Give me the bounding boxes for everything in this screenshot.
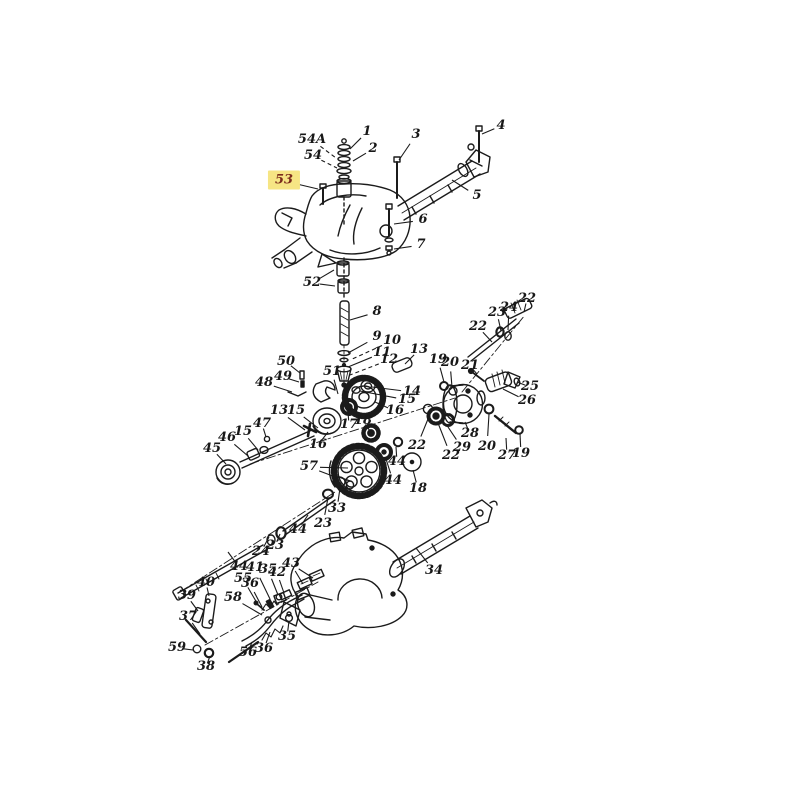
part-callout-59[interactable]: 59 [167, 639, 187, 655]
spur-gear-cluster [323, 438, 421, 499]
upper-axle-tube [398, 144, 490, 220]
part-callout-16[interactable]: 16 [308, 436, 328, 452]
lower-axle-44 [172, 496, 335, 601]
part-callout-7[interactable]: 7 [416, 236, 426, 252]
part-callout-22[interactable]: 22 [468, 318, 488, 334]
part-callout-11[interactable]: 11 [372, 344, 392, 360]
part-callout-3[interactable]: 3 [411, 126, 421, 142]
shift-linkage-group [186, 569, 324, 662]
part-callout-40[interactable]: 40 [196, 574, 216, 590]
part-callout-57[interactable]: 57 [299, 458, 319, 474]
roller-pins-52 [337, 258, 349, 300]
part-callout-56[interactable]: 56 [238, 644, 258, 660]
part-callout-13[interactable]: 13 [269, 402, 289, 418]
part-callout-47[interactable]: 47 [252, 415, 272, 431]
part-callout-24[interactable]: 24 [499, 299, 519, 315]
part-callout-19[interactable]: 19 [511, 445, 531, 461]
part-callout-26[interactable]: 26 [517, 392, 537, 408]
part-callout-36[interactable]: 36 [254, 640, 274, 656]
part-callout-14[interactable]: 14 [402, 383, 422, 399]
part-callout-2[interactable]: 2 [368, 140, 378, 156]
part-callout-23[interactable]: 23 [487, 304, 507, 320]
part-callout-10[interactable]: 10 [382, 332, 402, 348]
differential-group [423, 369, 522, 434]
part-callout-34[interactable]: 34 [424, 562, 444, 578]
part-callout-21[interactable]: 21 [460, 357, 480, 373]
part-callout-12[interactable]: 12 [379, 351, 399, 367]
part-callout-1[interactable]: 1 [362, 123, 372, 139]
part-callout-53-highlighted[interactable]: 53 [267, 170, 301, 190]
part-callout-15[interactable]: 15 [233, 423, 253, 439]
part-callout-25[interactable]: 25 [520, 378, 540, 394]
part-callout-19[interactable]: 19 [428, 351, 448, 367]
part-callout-18[interactable]: 18 [408, 480, 428, 496]
part-callout-37[interactable]: 37 [178, 608, 198, 624]
part-callout-4[interactable]: 4 [496, 117, 506, 133]
part-callout-51[interactable]: 51 [322, 363, 342, 379]
part-callout-22[interactable]: 22 [441, 447, 461, 463]
part-callout-28[interactable]: 28 [460, 425, 480, 441]
part-callout-16[interactable]: 16 [385, 402, 405, 418]
part-callout-22[interactable]: 22 [407, 437, 427, 453]
part-callout-49[interactable]: 49 [273, 368, 293, 384]
top-fasteners [320, 126, 482, 255]
part-callout-44[interactable]: 44 [229, 558, 249, 574]
part-callout-46[interactable]: 46 [217, 429, 237, 445]
part-callout-36[interactable]: 36 [240, 575, 260, 591]
part-callout-20[interactable]: 20 [440, 354, 460, 370]
part-callout-39[interactable]: 39 [177, 587, 197, 603]
part-callout-48[interactable]: 48 [254, 374, 274, 390]
part-callout-44[interactable]: 44 [387, 453, 407, 469]
part-callout-23[interactable]: 23 [265, 537, 285, 553]
part-callout-8[interactable]: 8 [372, 303, 382, 319]
part-callout-9[interactable]: 9 [372, 328, 382, 344]
part-callout-29[interactable]: 29 [452, 439, 472, 455]
part-callout-24[interactable]: 24 [251, 543, 271, 559]
part-callout-15[interactable]: 15 [286, 402, 306, 418]
part-callout-43[interactable]: 43 [281, 555, 301, 571]
part-callout-50[interactable]: 50 [276, 353, 296, 369]
assembly-centerlines [180, 315, 525, 645]
part-callout-42[interactable]: 42 [267, 564, 287, 580]
part-callout-23[interactable]: 23 [313, 515, 333, 531]
part-callout-18[interactable]: 18 [353, 412, 373, 428]
part-callout-35[interactable]: 35 [258, 561, 278, 577]
part-callout-58[interactable]: 58 [223, 589, 243, 605]
part-callout-20[interactable]: 20 [477, 438, 497, 454]
part-callout-38[interactable]: 38 [196, 658, 216, 674]
part-callout-22[interactable]: 22 [517, 290, 537, 306]
detent-spring-stack [337, 139, 351, 226]
part-callout-27[interactable]: 27 [497, 447, 517, 463]
part-callout-5[interactable]: 5 [472, 187, 482, 203]
part-callout-44[interactable]: 44 [383, 472, 403, 488]
part-callout-13[interactable]: 13 [409, 341, 429, 357]
part-callout-54[interactable]: 54 [303, 147, 323, 163]
part-callout-55[interactable]: 55 [233, 570, 253, 586]
part-callout-41[interactable]: 41 [245, 559, 265, 575]
part-callout-15[interactable]: 15 [397, 391, 417, 407]
part-callout-52[interactable]: 52 [302, 274, 322, 290]
part-callout-44[interactable]: 44 [288, 521, 308, 537]
input-shaft-and-pinion [337, 301, 351, 387]
lower-housing [274, 500, 497, 635]
part-callout-45[interactable]: 45 [202, 440, 222, 456]
part-callout-54A[interactable]: 54A [297, 131, 327, 147]
part-callout-35[interactable]: 35 [277, 628, 297, 644]
shift-fork-group [288, 371, 335, 402]
part-callout-33[interactable]: 33 [327, 500, 347, 516]
part-callout-6[interactable]: 6 [418, 211, 428, 227]
part-callout-17[interactable]: 17 [339, 416, 359, 432]
